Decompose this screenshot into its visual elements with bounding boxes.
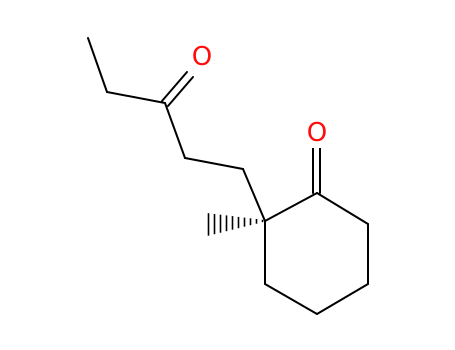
bond-c1-c2 [87,37,108,93]
hashed-wedge-methyl [207,213,264,236]
bond-quat-carbonyl [264,192,318,222]
oxygen-ring-ketone-label: O [307,118,327,148]
bond-c2-c3 [106,91,166,104]
bond-c4-c5 [184,157,244,170]
bond-c3-o1-a [161,71,188,102]
bond-carbonyl-r2 [316,192,369,225]
o1-label-bg [190,43,214,71]
bond-c3-c4 [164,102,186,159]
bond-r3-r4 [316,283,369,315]
bond-c3-o1-b [167,76,194,107]
bond-r4-r5 [264,283,318,315]
oxygen-chain-ketone-label: O [192,42,212,72]
bond-c5-quat [242,168,266,222]
o2-label-bg [304,120,330,148]
